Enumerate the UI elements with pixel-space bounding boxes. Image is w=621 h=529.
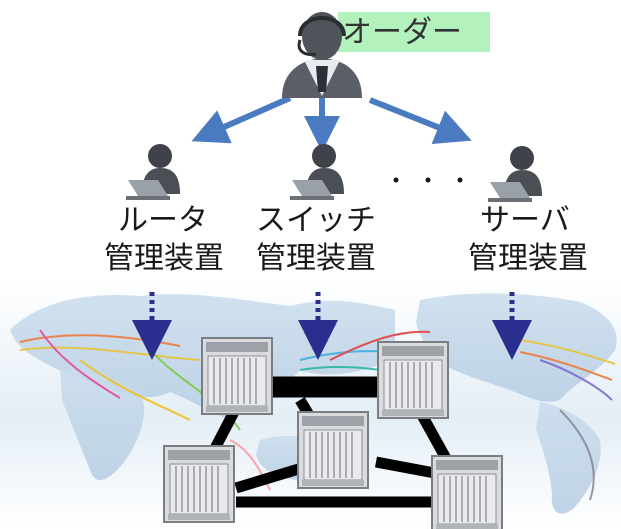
server-manager-line1: サーバ bbox=[480, 203, 570, 238]
link-center-bottom bbox=[234, 462, 304, 494]
more-managers-ellipsis: ・・・ bbox=[384, 167, 480, 195]
cable-lines bbox=[19, 329, 616, 501]
switch-manager-line1: スイッチ bbox=[256, 203, 376, 238]
order-label: オーダー bbox=[342, 15, 462, 50]
router-manager-icon bbox=[126, 144, 180, 200]
link-center-to-right bbox=[374, 456, 442, 480]
arrow-to-router bbox=[191, 95, 292, 144]
headset-operator-icon bbox=[282, 12, 362, 98]
server-manager-icon bbox=[488, 146, 542, 202]
switch-manager-icon bbox=[290, 144, 344, 200]
switch-manager-label: スイッチ 管理装置 bbox=[256, 204, 376, 276]
server-manager-line2: 管理装置 bbox=[468, 241, 588, 276]
server-manager-label: サーバ 管理装置 bbox=[468, 204, 588, 276]
south-america-landmass bbox=[536, 402, 601, 514]
switch-manager-line2: 管理装置 bbox=[256, 241, 376, 276]
order-highlight bbox=[338, 12, 490, 52]
africa-landmass bbox=[60, 368, 145, 481]
router-manager-line1: ルータ bbox=[118, 203, 208, 238]
arrow-to-server bbox=[368, 97, 472, 145]
router-manager-line2: 管理装置 bbox=[104, 241, 224, 276]
router-manager-label: ルータ 管理装置 bbox=[104, 204, 224, 276]
